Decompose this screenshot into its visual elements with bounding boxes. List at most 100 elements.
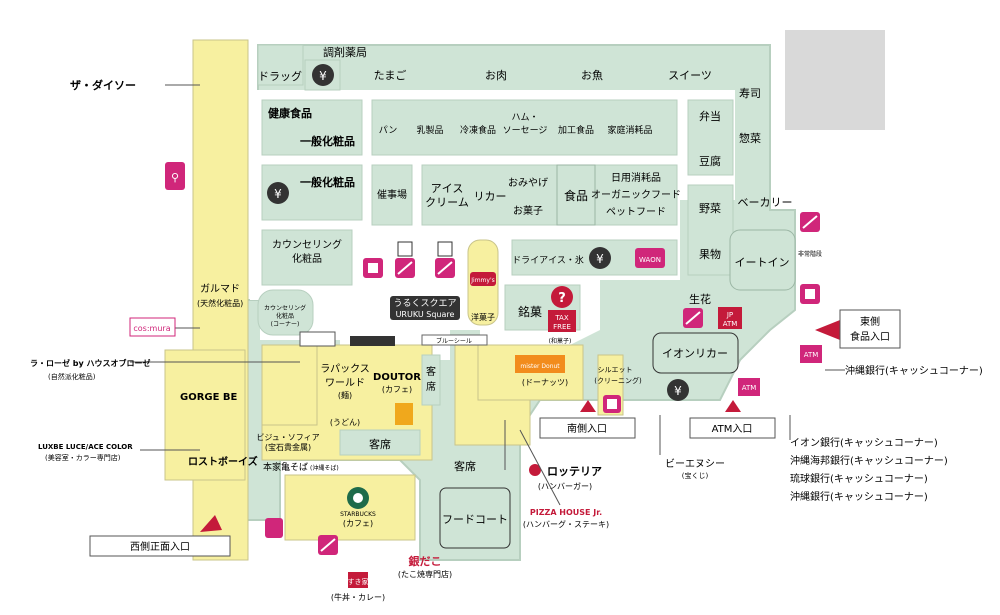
entrance-atm[interactable]: ATM入口 — [689, 400, 776, 439]
shop-yogashi[interactable]: 洋菓子 — [471, 312, 495, 322]
deluxe-sign — [299, 331, 336, 347]
shop-bento[interactable]: 弁当 — [699, 109, 721, 123]
yen-icon: ¥ — [267, 182, 289, 204]
label-okinawa-bank[interactable]: 沖縄銀行(キャッシュコーナー) — [845, 364, 983, 377]
starbucks-icon — [347, 487, 369, 509]
shop-kenko[interactable]: 健康食品 — [268, 106, 312, 120]
yen-icon: ¥ — [312, 64, 334, 86]
shop-okashi[interactable]: お菓子 — [513, 205, 543, 217]
shop-lostboys[interactable]: ロストボーイズ — [188, 455, 258, 468]
svg-text:(自然派化粧品): (自然派化粧品) — [48, 372, 96, 381]
shop-saijijo[interactable]: 催事場 — [377, 188, 407, 201]
label-rose[interactable]: ラ・ローゼ by ハウスオブローゼ — [30, 358, 151, 368]
shop-nichiyo[interactable]: 日用消耗品 — [611, 171, 661, 184]
shop-shokuhin[interactable]: 食品 — [564, 188, 588, 203]
shop-udon[interactable]: (うどん) — [330, 418, 360, 427]
question-icon: ? — [551, 286, 573, 308]
shop-tofu[interactable]: 豆腐 — [699, 154, 721, 168]
seating-1[interactable]: 客 — [426, 365, 436, 378]
shop-kakou[interactable]: 加工食品 — [558, 124, 594, 136]
shop-ippan1[interactable]: 一般化粧品 — [300, 134, 355, 148]
shop-sukiya[interactable]: (牛丼・カレー) — [331, 592, 385, 602]
shop-doutor[interactable]: DOUTOR — [373, 372, 421, 383]
shop-jimmys[interactable]: Jimmy's — [470, 277, 494, 284]
seating-3[interactable]: 客席 — [454, 459, 476, 473]
shop-yasai[interactable]: 野菜 — [699, 202, 721, 215]
shop-osakana[interactable]: お魚 — [581, 69, 603, 82]
baby-icon — [363, 258, 383, 278]
svg-text:WAON: WAON — [639, 256, 661, 264]
svg-text:cos:mura: cos:mura — [133, 324, 170, 333]
shop-aeonliquor[interactable]: イオンリカー — [662, 347, 728, 360]
label-aeon-bank[interactable]: イオン銀行(キャッシュコーナー) — [790, 436, 938, 449]
svg-text:(カフェ): (カフェ) — [343, 519, 373, 528]
shop-bijou[interactable]: ビジュ・ソフィア — [256, 433, 319, 442]
shop-labaks[interactable]: ラパックス — [320, 363, 370, 375]
entrance-east[interactable]: 東側 食品入口 — [815, 309, 901, 349]
label-luxbe[interactable]: LUXBE LUCE/ACE COLOR — [38, 443, 133, 451]
svg-text:(天然化粧品): (天然化粧品) — [197, 298, 243, 308]
shop-nyuseihin[interactable]: 乳製品 — [416, 124, 443, 136]
gray-block — [785, 30, 885, 130]
escalator-icon — [318, 535, 338, 555]
gorge-block[interactable] — [164, 349, 246, 481]
shop-meika[interactable]: 銘菓 — [518, 304, 542, 319]
shop-sweets[interactable]: スイーツ — [668, 69, 712, 82]
shop-ham[interactable]: ハム・ — [511, 112, 538, 123]
elevator-icon — [397, 241, 453, 257]
shop-wagashi[interactable]: (和菓子) — [549, 337, 572, 345]
label-bnc[interactable]: ビーエヌシー — [665, 458, 725, 470]
svg-text:ATM: ATM — [804, 351, 819, 359]
shop-ice[interactable]: アイス — [431, 182, 464, 195]
shop-dryice[interactable]: ドライアイス・氷 — [512, 254, 584, 266]
shop-kame[interactable]: 本家亀そば — [263, 461, 308, 473]
svg-text:化粧品: 化粧品 — [276, 312, 294, 320]
svg-text:(コーナー): (コーナー) — [271, 321, 300, 328]
svg-text:(ハンバーガー): (ハンバーガー) — [538, 481, 592, 491]
label-ryukyu[interactable]: 琉球銀行(キャッシュコーナー) — [790, 472, 928, 485]
shop-gindako[interactable]: 銀だこ — [409, 554, 442, 568]
shop-sozai[interactable]: 惣菜 — [739, 131, 761, 145]
shop-liquor[interactable]: リカー — [474, 190, 507, 203]
shop-pan[interactable]: パン — [379, 125, 397, 136]
shop-seika[interactable]: 生花 — [689, 292, 711, 306]
shop-katei[interactable]: 家庭消耗品 — [607, 124, 652, 136]
label-gorge[interactable]: GORGE BE — [180, 392, 238, 403]
svg-text:(宝くじ): (宝くじ) — [682, 471, 709, 480]
shop-counsel-small[interactable]: カウンセリング — [264, 304, 306, 312]
shop-misterdonut[interactable]: (ドーナッツ) — [522, 378, 568, 387]
shop-uruku[interactable]: うるくスクエア — [393, 298, 456, 309]
svg-text:(宝石貴金属): (宝石貴金属) — [265, 442, 311, 452]
shop-eatin[interactable]: イートイン — [735, 256, 790, 269]
entrance-west[interactable]: 西側正面入口 — [89, 515, 231, 557]
seating-2[interactable]: 客席 — [369, 437, 391, 451]
shop-starbucks[interactable]: STARBUCKS — [340, 511, 376, 518]
shop-foodcourt[interactable]: フードコート — [442, 513, 508, 526]
shop-oniku[interactable]: お肉 — [485, 69, 507, 82]
shop-lotteria[interactable]: ロッテリア — [547, 465, 602, 478]
shop-pizza[interactable]: PIZZA HOUSE Jr. — [530, 508, 602, 517]
shop-sushi[interactable]: 寿司 — [739, 86, 761, 100]
waon-icon — [635, 248, 665, 268]
entrance-south[interactable]: 南側入口 — [539, 400, 636, 439]
label-okinawa-2[interactable]: 沖縄銀行(キャッシュコーナー) — [790, 490, 928, 503]
shop-reito[interactable]: 冷凍食品 — [460, 124, 496, 136]
escalator-icon — [395, 258, 415, 278]
shop-counsel[interactable]: カウンセリング — [272, 238, 342, 251]
shop-kudamono[interactable]: 果物 — [699, 247, 721, 261]
label-daiso[interactable]: ザ・ダイソー — [70, 78, 136, 92]
shop-ippan2[interactable]: 一般化粧品 — [300, 175, 355, 189]
svg-text:オーガニックフード: オーガニックフード — [591, 189, 681, 201]
shop-garumado[interactable]: ガルマド — [200, 283, 240, 295]
shop-cleaning[interactable]: シルエット — [598, 366, 633, 374]
shop-drug[interactable]: ドラッグ — [258, 69, 302, 83]
label-kaiho[interactable]: 沖縄海邦銀行(キャッシュコーナー) — [790, 454, 948, 467]
baby-icon — [603, 395, 621, 413]
svg-text:URUKU Square: URUKU Square — [396, 310, 455, 319]
shop-omiyage[interactable]: おみやげ — [508, 177, 548, 189]
svg-text:(美容室・カラー専門店): (美容室・カラー専門店) — [45, 453, 121, 462]
shop-tamago[interactable]: たまご — [374, 68, 407, 82]
shop-pharmacy[interactable]: 調剤薬局 — [323, 45, 367, 59]
svg-text:?: ? — [558, 291, 566, 306]
shop-bakery[interactable]: ベーカリー — [738, 196, 793, 209]
